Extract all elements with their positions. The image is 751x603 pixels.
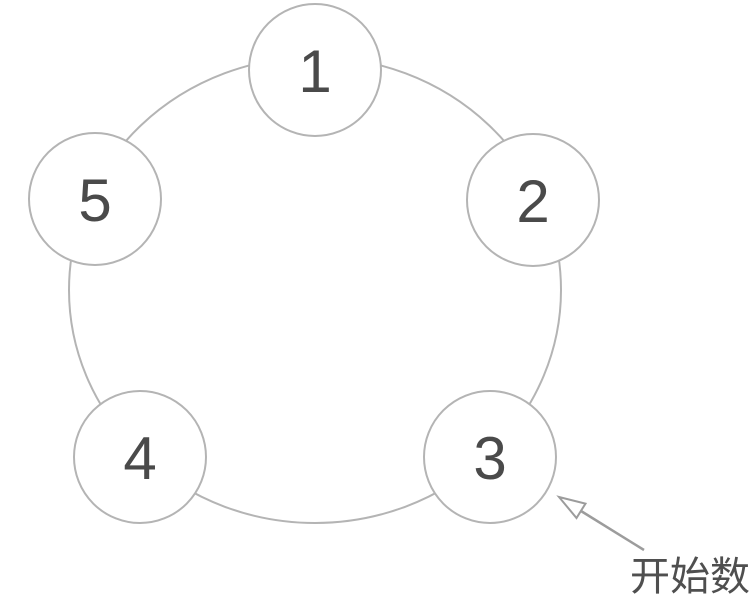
node-3: 3: [423, 390, 557, 524]
node-4: 4: [73, 390, 207, 524]
annotation-start-counting: 开始数: [630, 554, 750, 600]
node-label: 4: [123, 425, 156, 492]
node-1: 1: [248, 3, 382, 137]
node-circle: [423, 390, 557, 524]
node-2: 2: [466, 133, 600, 267]
node-circle: [28, 132, 162, 266]
node-5: 5: [28, 132, 162, 266]
start-arrow: [556, 495, 645, 552]
node-label: 5: [78, 167, 111, 234]
node-circle: [73, 390, 207, 524]
node-label: 1: [298, 38, 331, 105]
node-label: 3: [473, 425, 506, 492]
node-label: 2: [516, 168, 549, 235]
node-circle: [466, 133, 600, 267]
node-circle: [248, 3, 382, 137]
start-arrow-shaft: [580, 509, 645, 552]
start-arrow-head-icon: [556, 495, 588, 520]
